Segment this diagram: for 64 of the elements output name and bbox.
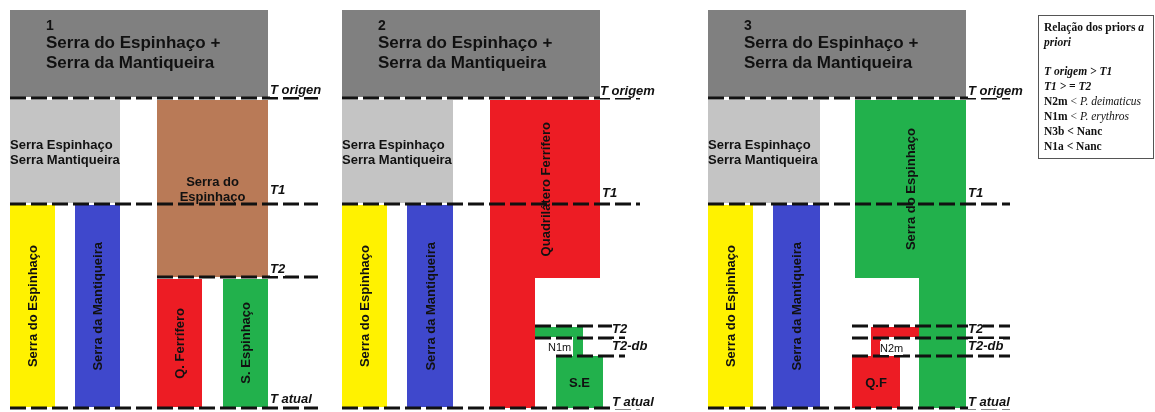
population-bar — [708, 205, 753, 407]
legend-heading: Relação dos priors a priori — [1044, 20, 1145, 50]
panel-number: 1 — [46, 17, 54, 33]
population-block — [708, 100, 820, 203]
population-name: Serra do Espinhaço + Serra da Mantiqueira — [744, 32, 920, 73]
prior-condition: N1m < P. erythros — [1044, 109, 1131, 124]
population-block — [10, 10, 268, 97]
time-label: T atual — [612, 395, 654, 409]
population-block — [535, 327, 603, 408]
prior-condition: T1 > = T2 — [1044, 79, 1093, 94]
population-name: S.E — [568, 374, 591, 390]
population-bar — [157, 279, 202, 407]
population-name: Serra do Espinhaço + Serra da Mantiqueira — [378, 32, 554, 73]
population-block — [157, 100, 268, 277]
population-bar — [75, 205, 120, 407]
time-label: T2-db — [968, 339, 1004, 353]
time-label: T2 — [612, 322, 628, 336]
time-label: T2 — [270, 262, 286, 276]
population-block — [342, 10, 600, 97]
population-name: Serra do Espinhaço — [723, 244, 738, 368]
time-label: T1 — [602, 186, 618, 200]
population-name: Serra da Mantiqueira — [90, 241, 105, 371]
time-label: T origen — [270, 83, 322, 97]
time-label: T1 — [968, 186, 984, 200]
panel-number: 2 — [378, 17, 386, 33]
population-name: Serra da Mantiqueira — [789, 241, 804, 371]
population-bar — [10, 205, 55, 407]
population-bar — [855, 100, 966, 408]
population-name: Serra do Espinhaço — [357, 244, 372, 368]
population-block — [342, 100, 453, 203]
population-name: S. Espinhaço — [238, 302, 253, 384]
population-name: Serra Espinhaço Serra Mantiqueira — [10, 136, 121, 167]
time-label: T2 — [968, 322, 984, 336]
time-label: T atual — [968, 395, 1010, 409]
time-label: T atual — [270, 392, 312, 406]
population-bar — [223, 279, 268, 407]
population-name: Serra da Mantiqueira — [422, 241, 438, 371]
population-block — [708, 10, 966, 97]
time-label: T origem — [600, 84, 655, 98]
population-bar — [407, 205, 453, 407]
prior-condition: T origem > T1 — [1044, 64, 1114, 79]
prior-condition: N1a < Nanc — [1044, 139, 1103, 154]
prior-condition: N2m < P. deimaticus — [1044, 94, 1142, 109]
population-name: Serra do Espinhaço — [25, 244, 40, 368]
population-block — [10, 100, 120, 203]
population-name: Serra Espinhaço Serra Mantiqueira — [342, 136, 453, 167]
panel-number: 3 — [744, 17, 752, 33]
population-bar — [490, 100, 600, 408]
legend-box — [1038, 15, 1154, 159]
population-name: Q.F — [864, 374, 888, 390]
time-label: T1 — [270, 183, 286, 197]
population-name: Serra do Espinhaço + Serra da Mantiqueira — [46, 32, 222, 73]
population-bar — [342, 205, 387, 407]
population-name: Serra Espinhaço Serra Mantiqueira — [708, 136, 819, 167]
population-size-label: N2m — [880, 341, 904, 355]
population-block — [852, 327, 919, 408]
population-name: Quadrilátero Ferrífero — [537, 121, 553, 257]
population-size-label: N1m — [548, 340, 572, 354]
population-bar — [773, 205, 820, 407]
population-name: Serra do Espinhaço — [178, 173, 247, 204]
time-label: T2-db — [612, 339, 648, 353]
time-label: T origem — [968, 84, 1023, 98]
population-name: Q. Ferrífero — [172, 307, 187, 379]
prior-condition: N3b < Nanc — [1044, 124, 1104, 139]
